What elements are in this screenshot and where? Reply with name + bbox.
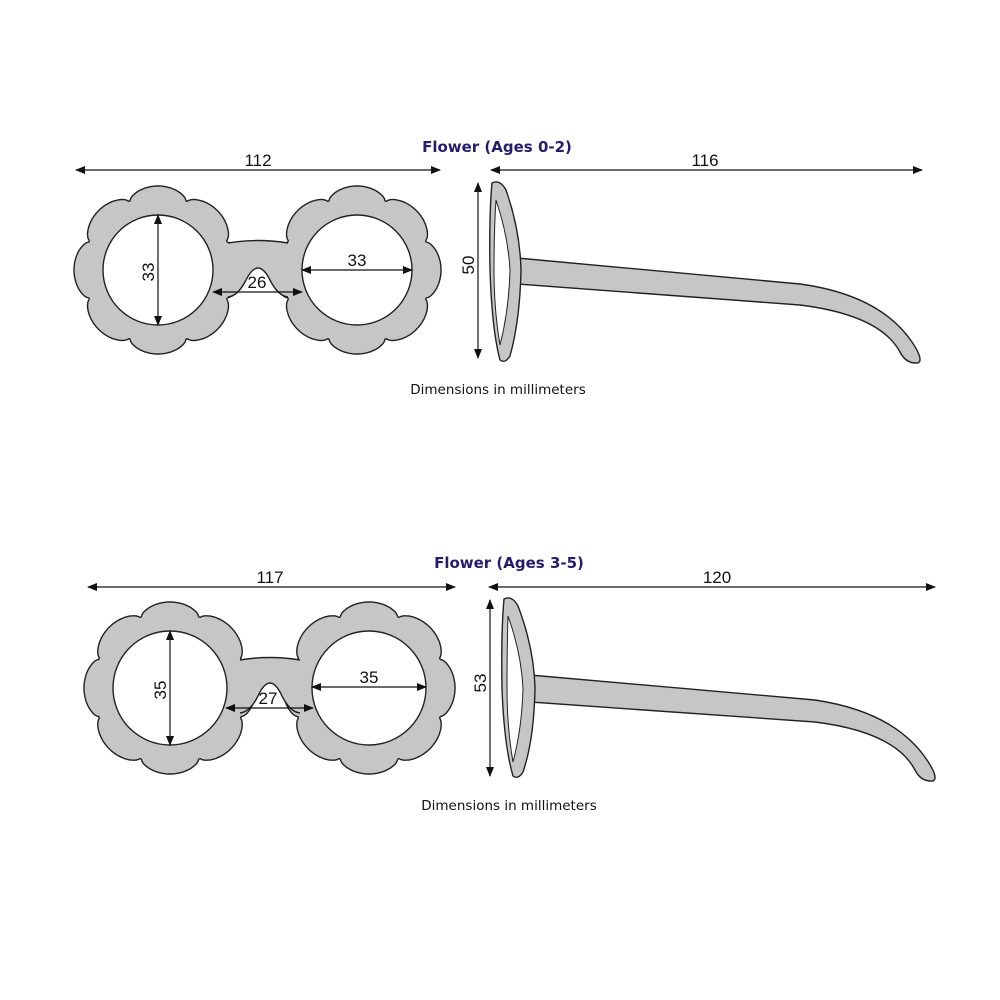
glasses-front-view xyxy=(73,185,442,355)
frame-height-label: 53 xyxy=(471,674,490,693)
lens-height-label: 35 xyxy=(151,681,170,700)
temple-arm xyxy=(516,257,921,364)
bridge xyxy=(238,657,302,713)
total-width-label: 117 xyxy=(256,568,283,587)
diagram-title: Flower (Ages 0-2) xyxy=(422,138,572,156)
diagram-ages-3-5: 117 35 35 27 Flower (Ages 3-5) 120 53 Di… xyxy=(83,554,936,814)
temple-length-label: 120 xyxy=(703,568,731,587)
lens-width-label: 33 xyxy=(348,251,367,270)
lens-width-label: 35 xyxy=(360,668,379,687)
total-width-label: 112 xyxy=(244,151,271,170)
glasses-side-view xyxy=(489,181,921,364)
lens-height-label: 33 xyxy=(139,263,158,282)
bridge xyxy=(226,240,290,297)
units-note: Dimensions in millimeters xyxy=(421,798,596,814)
units-note: Dimensions in millimeters xyxy=(410,382,585,398)
bridge-label: 27 xyxy=(259,689,278,708)
glasses-side-view xyxy=(501,597,936,782)
glasses-front-view xyxy=(83,601,456,775)
temple-arm xyxy=(529,674,936,782)
frame-height-label: 50 xyxy=(459,256,478,275)
diagram-title: Flower (Ages 3-5) xyxy=(434,554,584,572)
diagram-ages-0-2: 112 33 33 26 Flower (Ages 0-2) 116 50 Di… xyxy=(73,138,923,398)
right-lens xyxy=(311,630,427,746)
temple-length-label: 116 xyxy=(691,151,718,170)
bridge-label: 26 xyxy=(248,273,267,292)
